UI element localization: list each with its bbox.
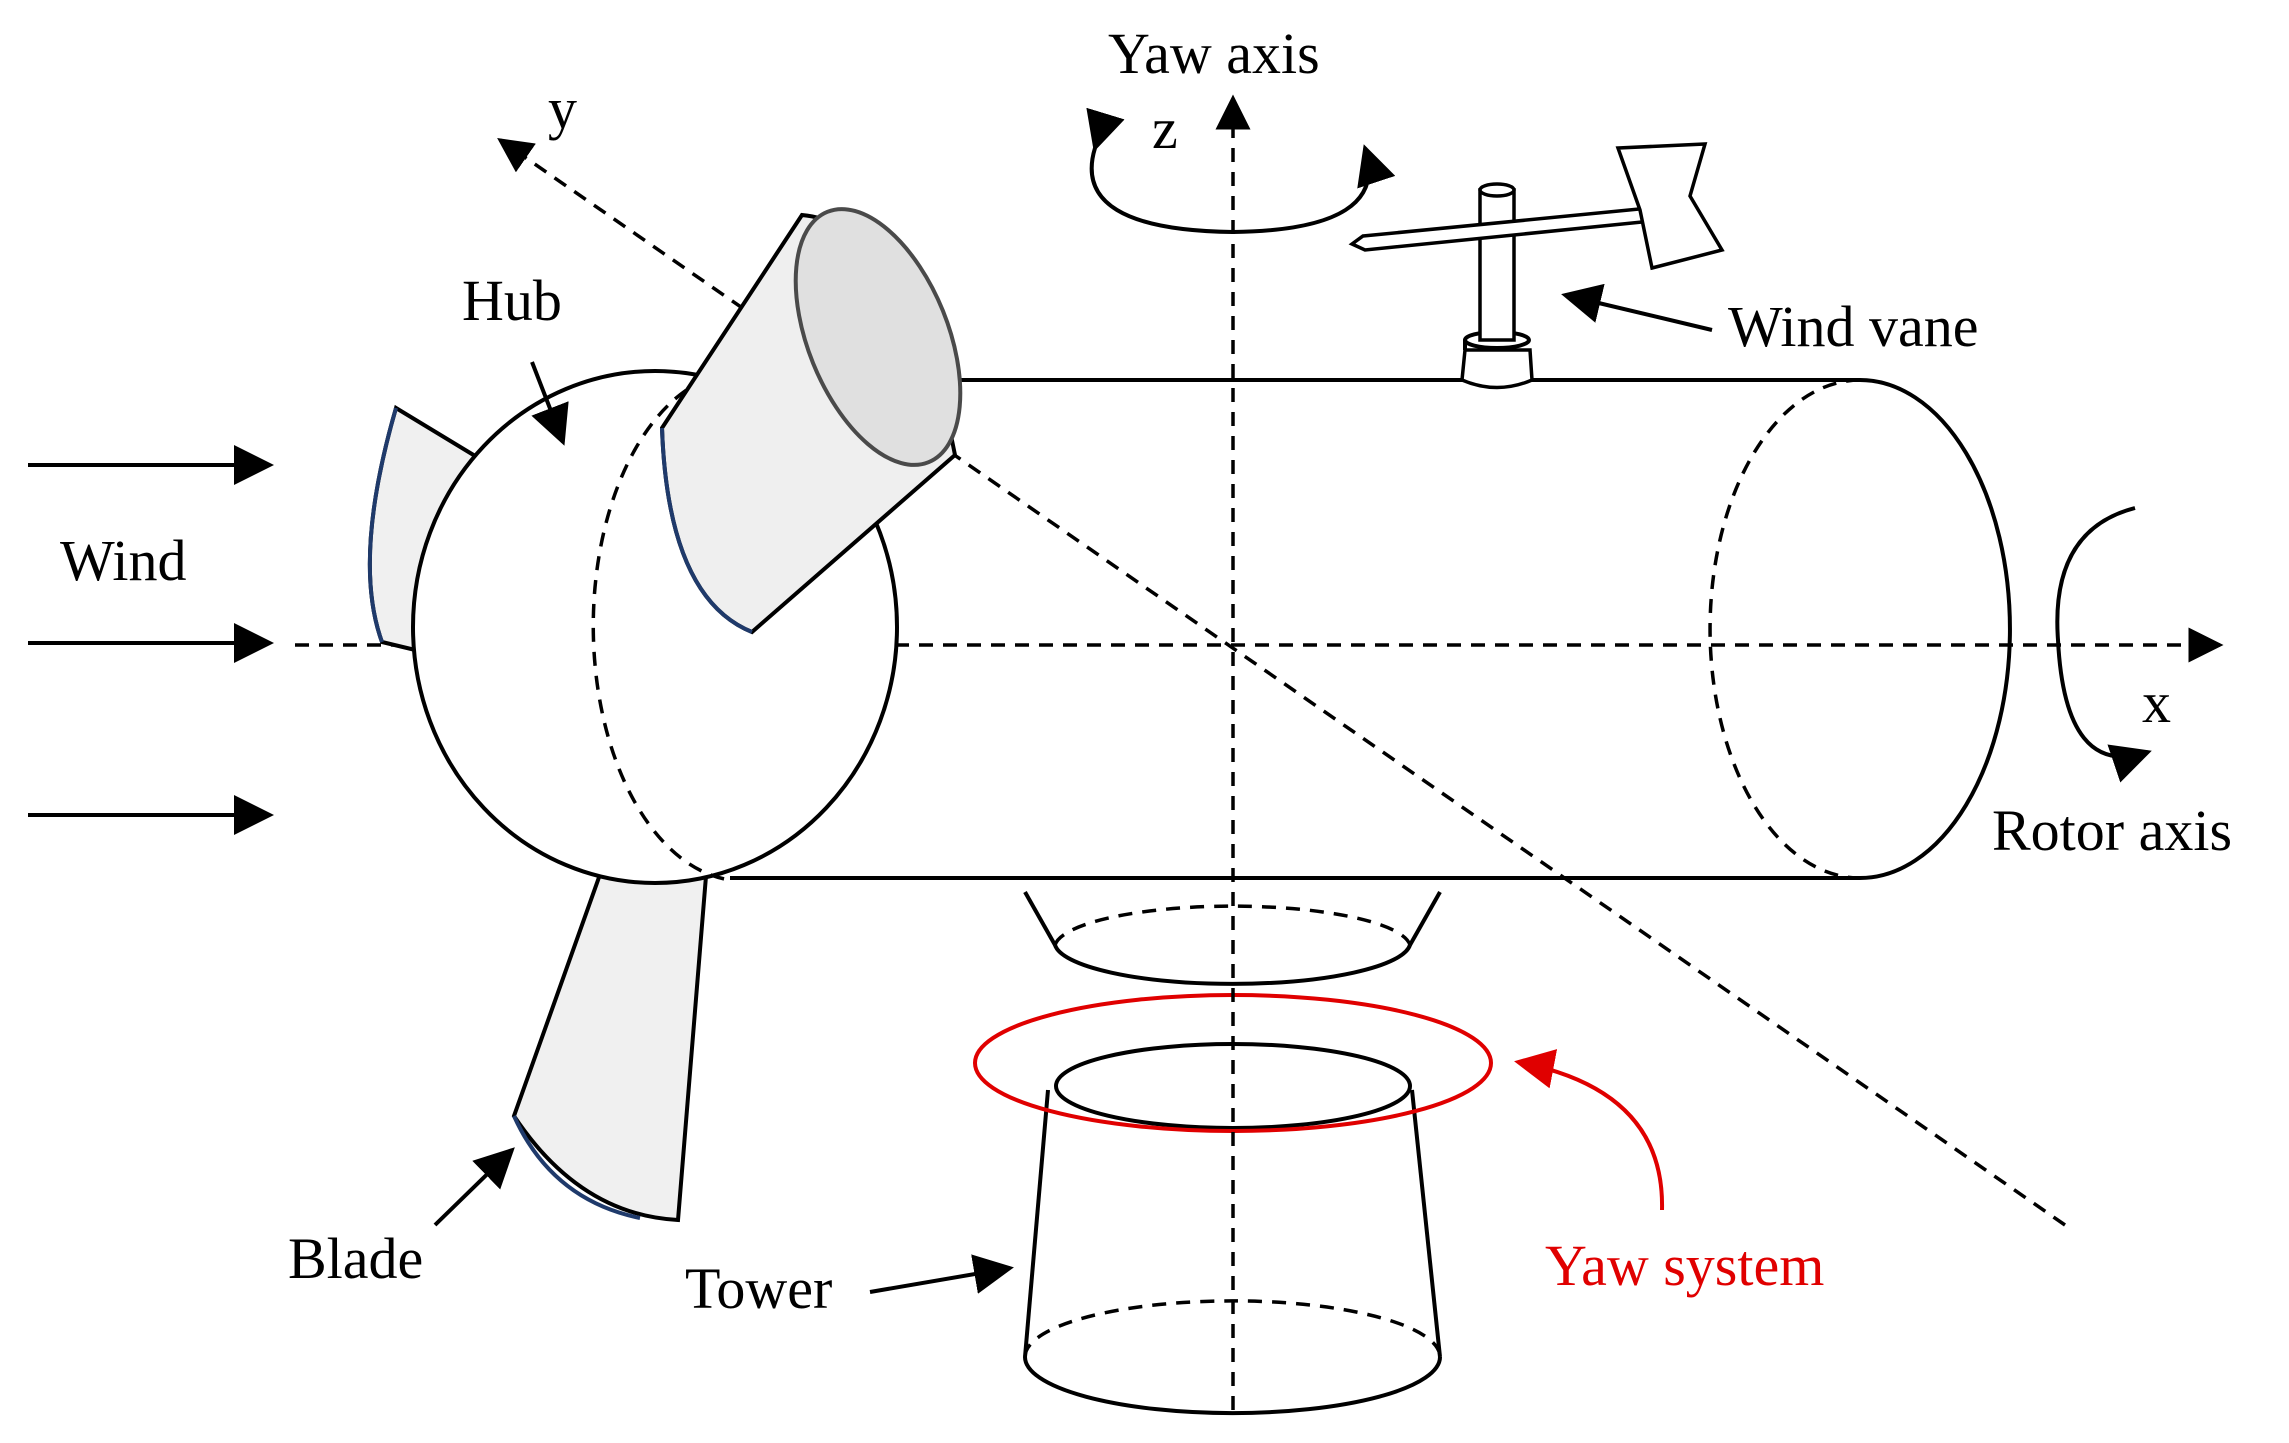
y-axis-label: y xyxy=(548,76,577,141)
blade-pointer-arrow xyxy=(433,1147,515,1227)
yaw-system-pointer-arrow xyxy=(1514,1049,1665,1211)
blade-upper xyxy=(659,207,963,635)
rotor-rotation-arrow xyxy=(2055,506,2152,783)
wind-arrows xyxy=(28,445,274,835)
yaw-axis-label: Yaw axis xyxy=(1108,21,1320,86)
hub-label: Hub xyxy=(462,268,562,333)
rotor-axis-label: Rotor axis xyxy=(1992,798,2232,863)
x-axis-label: x xyxy=(2142,670,2171,735)
yaw-rotation-arrow xyxy=(1086,107,1396,235)
nacelle-base-connector xyxy=(1023,891,1442,986)
tower-pointer-arrow xyxy=(869,1254,1014,1294)
wind-vane-pointer-arrow xyxy=(1561,283,1713,332)
wind-label: Wind xyxy=(60,528,187,593)
tower-label: Tower xyxy=(685,1256,832,1321)
blade-label: Blade xyxy=(288,1226,423,1291)
hub-pointer-arrow xyxy=(530,361,569,446)
yaw-system-label: Yaw system xyxy=(1545,1233,1824,1298)
nacelle xyxy=(730,378,2012,880)
wind-vane-label: Wind vane xyxy=(1728,294,1979,359)
z-axis-label: z xyxy=(1152,96,1178,161)
wind-vane xyxy=(1348,142,1725,390)
blade-lower xyxy=(511,849,709,1223)
